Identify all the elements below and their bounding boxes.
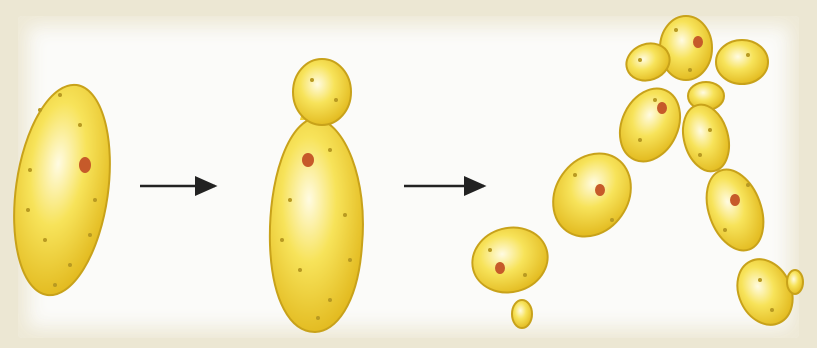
budding-yeast-cell bbox=[270, 59, 363, 332]
bud bbox=[293, 59, 351, 125]
chain-cell bbox=[716, 40, 768, 84]
nucleus bbox=[302, 153, 314, 167]
chain-cell bbox=[512, 300, 532, 328]
chain-cell bbox=[660, 16, 712, 80]
single-yeast-cell bbox=[2, 79, 123, 302]
chain-cell bbox=[465, 219, 555, 300]
nucleus bbox=[79, 157, 91, 173]
chain-cell bbox=[696, 162, 774, 259]
chain-cell bbox=[609, 79, 692, 172]
chain-cell bbox=[787, 270, 803, 294]
chain-of-yeast-cells bbox=[465, 16, 803, 334]
chain-cell bbox=[676, 99, 736, 176]
